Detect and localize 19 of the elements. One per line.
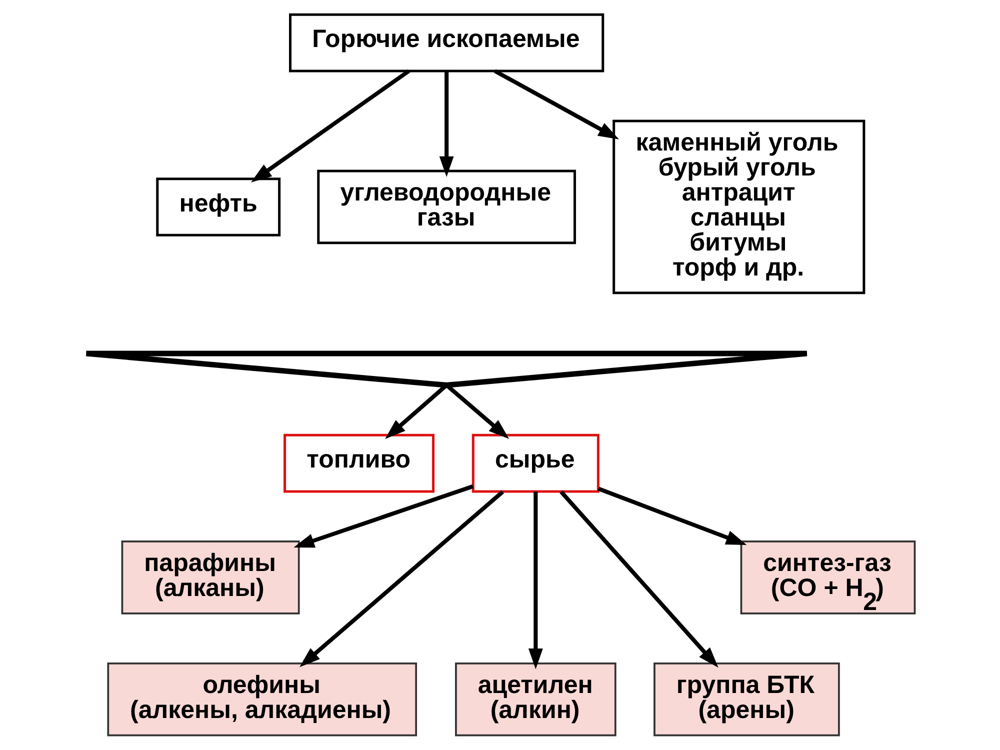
arrow bbox=[559, 490, 718, 668]
node-box: группа БТК (арены) bbox=[653, 662, 840, 736]
node-box: парафины (алканы) bbox=[120, 540, 300, 614]
arrow bbox=[597, 486, 746, 546]
arrow bbox=[528, 492, 542, 670]
node-box: ацетилен (алкин) bbox=[454, 662, 616, 736]
node-brace bbox=[83, 350, 810, 388]
node-box: каменный уголь бурый уголь антрацит сланцы битумы торф и др. bbox=[612, 120, 865, 294]
node-box: олефины (алкены, алкадиены) bbox=[106, 662, 417, 736]
arrow bbox=[293, 484, 474, 548]
node-box: Горючие ископаемые bbox=[288, 13, 604, 72]
arrow bbox=[299, 490, 504, 668]
arrow bbox=[438, 70, 454, 178]
node-box: топливо bbox=[283, 434, 434, 493]
node-box: нефть bbox=[156, 178, 280, 236]
node-box: углеводородные газы bbox=[316, 170, 576, 244]
arrow bbox=[250, 69, 410, 182]
arrow bbox=[493, 69, 618, 140]
node-box: сырье bbox=[471, 434, 599, 493]
